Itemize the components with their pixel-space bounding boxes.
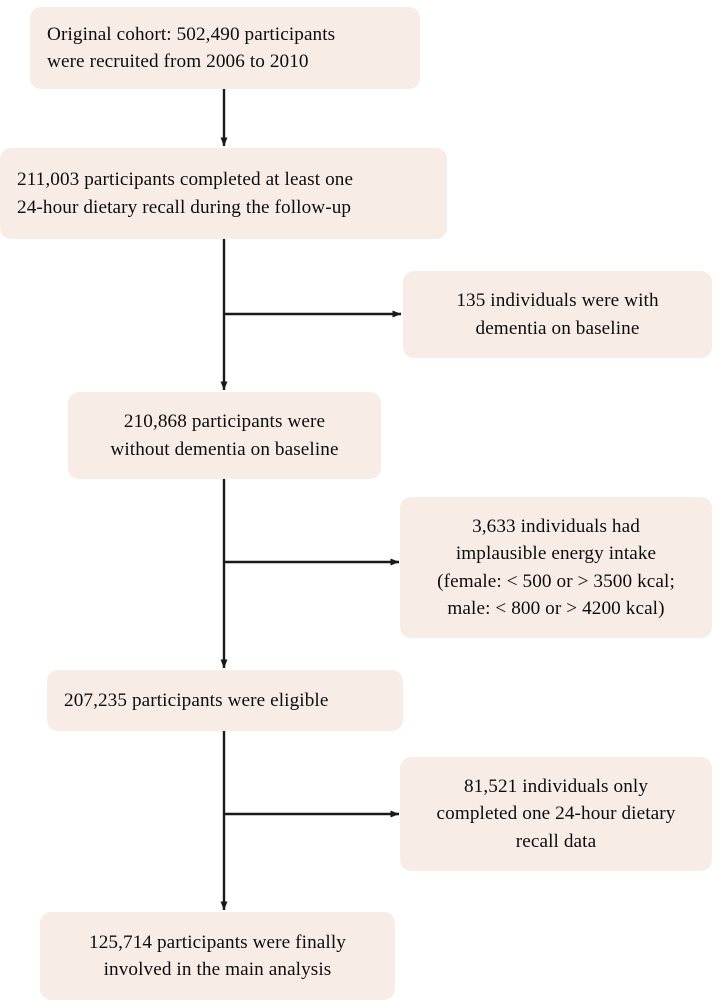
node-line: completed one 24-hour dietary <box>436 803 676 825</box>
node-line: (female: < 500 or > 3500 kcal; <box>437 570 675 592</box>
node-line: without dementia on baseline <box>110 438 339 460</box>
node-completed-recall: 211,003 participants completed at least … <box>0 148 447 239</box>
node-excluded-dementia: 135 individuals were with dementia on ba… <box>403 271 712 358</box>
node-line: dementia on baseline <box>475 317 640 339</box>
node-line: Original cohort: 502,490 participants <box>47 23 336 45</box>
node-without-dementia: 210,868 participants were without dement… <box>68 392 381 479</box>
node-final-sample: 125,714 participants were finally involv… <box>40 912 395 1000</box>
node-original-cohort: Original cohort: 502,490 participants we… <box>30 7 420 89</box>
node-line: 210,868 participants were <box>123 411 326 433</box>
node-line: 125,714 participants were finally <box>89 931 346 953</box>
node-line: recall data <box>515 830 597 852</box>
node-line: were recruited from 2006 to 2010 <box>47 51 309 72</box>
node-line: 81,521 individuals only <box>463 776 649 798</box>
node-line: 211,003 participants completed at least … <box>17 169 354 191</box>
node-line: 24-hour dietary recall during the follow… <box>17 196 352 218</box>
node-line: implausible energy intake <box>455 543 657 565</box>
node-line: 135 individuals were with <box>456 290 659 312</box>
node-excluded-energy: 3,633 individuals had implausible energy… <box>400 497 712 638</box>
node-line: male: < 800 or > 4200 kcal) <box>447 597 665 619</box>
node-line: 207,235 participants were eligible <box>64 689 329 711</box>
node-line: 3,633 individuals had <box>472 515 640 537</box>
node-excluded-single-recall: 81,521 individuals only completed one 24… <box>400 757 712 871</box>
node-line: involved in the main analysis <box>103 959 332 980</box>
node-eligible: 207,235 participants were eligible <box>47 670 403 731</box>
